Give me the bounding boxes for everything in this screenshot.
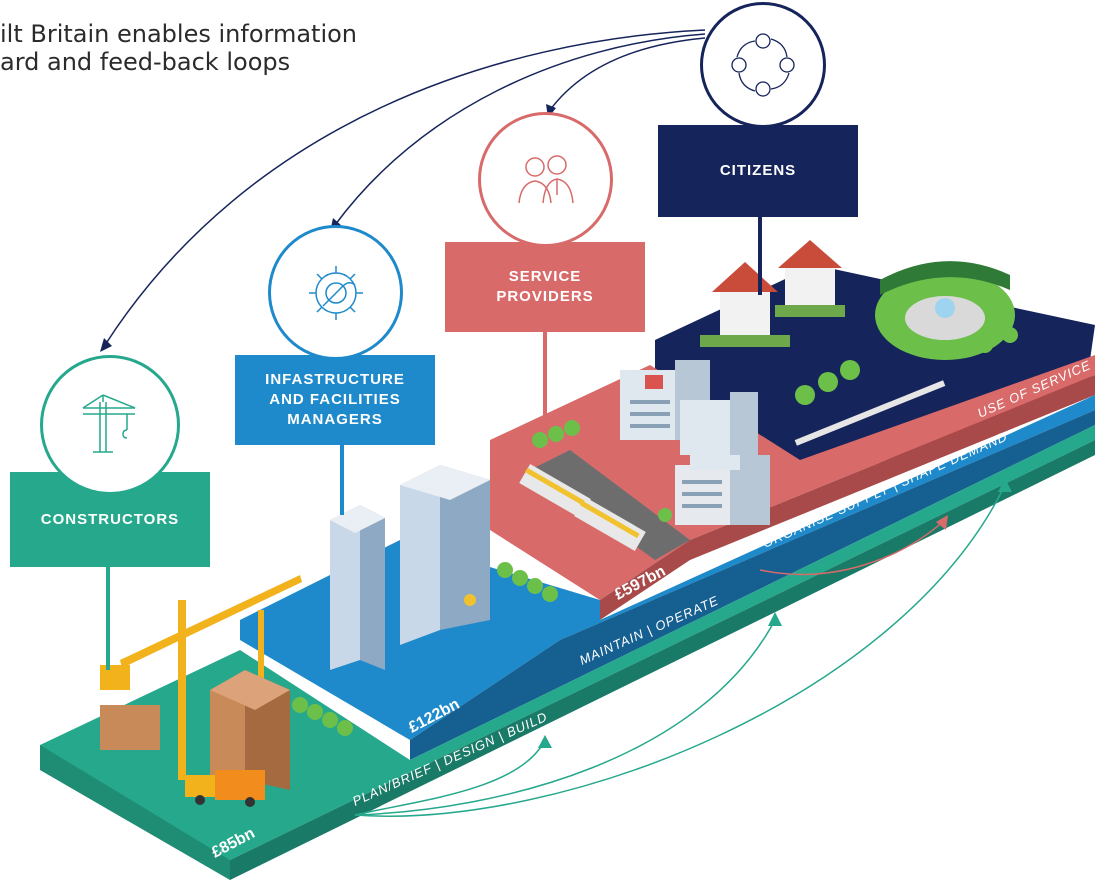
infrastructure-label-line-2: AND FACILITIES <box>269 391 401 408</box>
street-trees <box>794 327 1018 446</box>
service-label-line-1: SERVICE <box>508 268 582 285</box>
headline-line-1: ilt Britain enables information <box>0 20 357 48</box>
infrastructure-label-line-3: MANAGERS <box>287 411 383 428</box>
service-label-line-2: PROVIDERS <box>496 288 594 305</box>
constructors-label: CONSTRUCTORS <box>40 510 180 528</box>
service-trees <box>532 420 672 522</box>
infrastructure-stem <box>340 425 344 515</box>
feedforward-arrows <box>104 29 706 346</box>
headline: ilt Britain enables information ard and … <box>0 20 357 76</box>
people-icon <box>517 154 574 203</box>
blue-trees <box>464 562 558 606</box>
tower-right-illustration <box>400 465 490 645</box>
park-illustration <box>875 261 1015 360</box>
crane-illustration <box>100 575 302 780</box>
tower-left-illustration <box>330 505 385 670</box>
community-cycle-icon <box>731 33 795 97</box>
gear-wrench-icon <box>308 265 363 320</box>
infrastructure-platform <box>240 395 1095 760</box>
constructor-trees <box>292 697 353 736</box>
feedback-arrows <box>354 484 1006 817</box>
office-block-illustration <box>680 392 758 455</box>
infrastructure-circle <box>268 225 403 360</box>
crane-icon <box>82 394 136 453</box>
constructors-circle <box>40 355 180 495</box>
citizens-stem <box>758 215 762 295</box>
constructors-stem <box>106 560 110 670</box>
service-card: SERVICE PROVIDERS <box>445 242 645 332</box>
railway-illustration <box>519 450 690 560</box>
service-circle <box>478 112 613 247</box>
citizens-circle <box>700 2 826 128</box>
headline-line-2: ard and feed-back loops <box>0 48 291 76</box>
construction-building-illustration <box>100 670 290 790</box>
houses-illustration <box>700 240 845 347</box>
feedback-arrowheads <box>538 478 1012 748</box>
citizens-label: CITIZENS <box>719 162 797 179</box>
service-stem <box>543 320 547 430</box>
constructors-platform <box>40 425 1095 880</box>
infrastructure-label-line-1: INFASTRUCTURE <box>265 371 405 388</box>
truck-illustration <box>185 770 265 807</box>
infrastructure-card: INFASTRUCTURE AND FACILITIES MANAGERS <box>235 355 435 445</box>
citizens-card: CITIZENS <box>658 125 858 217</box>
